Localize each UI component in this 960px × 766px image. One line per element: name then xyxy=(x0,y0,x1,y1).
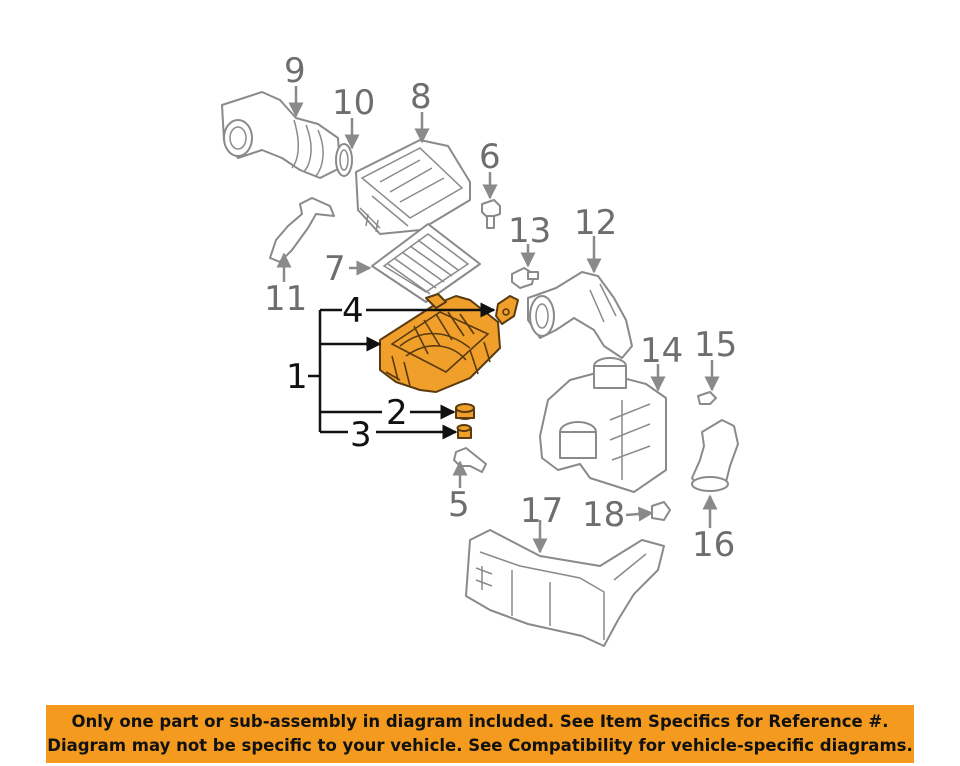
callout-14: 14 xyxy=(640,331,683,371)
part-9-intake-duct xyxy=(221,91,341,179)
part-14-housing xyxy=(539,357,667,493)
callout-13: 13 xyxy=(508,211,551,251)
part-10-clamp xyxy=(335,143,353,177)
part-4-bracket-highlighted xyxy=(495,295,519,325)
callout-7: 7 xyxy=(324,249,346,289)
part-1-lower-box-highlighted xyxy=(379,293,501,393)
callout-12: 12 xyxy=(574,203,617,243)
callout-1: 1 xyxy=(286,357,308,397)
callout-2: 2 xyxy=(386,393,408,433)
part-17-bracket xyxy=(465,529,665,647)
callout-3: 3 xyxy=(350,415,372,455)
callout-15: 15 xyxy=(694,325,737,365)
part-18-clip xyxy=(651,501,671,521)
part-12-resonator-duct xyxy=(527,271,633,359)
parts-diagram: 9 10 8 6 13 12 7 11 4 1 2 3 14 15 5 17 1… xyxy=(221,51,739,647)
part-13-bolt xyxy=(511,267,539,289)
callout-9: 9 xyxy=(284,51,306,91)
part-6-bolt xyxy=(481,199,501,229)
callout-18: 18 xyxy=(582,495,625,535)
callout-16: 16 xyxy=(692,525,735,565)
part-3-grommet-highlighted xyxy=(456,424,472,439)
disclaimer-line-1: Only one part or sub-assembly in diagram… xyxy=(71,712,889,731)
part-2-grommet-highlighted xyxy=(455,403,475,420)
callout-4: 4 xyxy=(342,291,364,331)
part-7-filter xyxy=(371,223,481,303)
part-8-cover xyxy=(355,139,471,235)
callout-6: 6 xyxy=(479,137,501,177)
part-16-elbow-duct xyxy=(691,419,739,492)
disclaimer-banner: Only one part or sub-assembly in diagram… xyxy=(46,705,914,763)
callout-10: 10 xyxy=(332,83,375,123)
callout-8: 8 xyxy=(410,77,432,117)
disclaimer-line-2: Diagram may not be specific to your vehi… xyxy=(47,736,913,755)
part-15-bolt xyxy=(697,391,717,405)
callout-11: 11 xyxy=(264,279,307,319)
callout-5: 5 xyxy=(448,485,470,525)
assembly-bracket-lines xyxy=(308,302,496,440)
callout-17: 17 xyxy=(520,491,563,531)
leader-lines xyxy=(276,86,720,554)
